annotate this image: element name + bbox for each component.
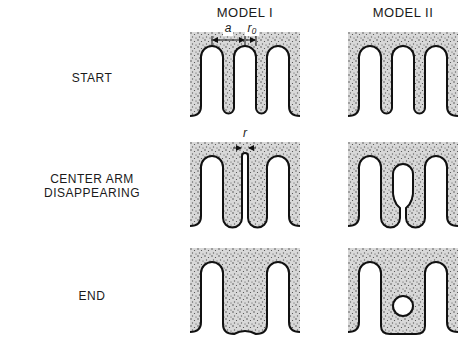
panel-model1-start [190,32,300,127]
row-label: END [37,290,147,304]
row-label: CENTER ARM DISAPPEARING [37,173,147,201]
dimension-label: r₀ [245,22,258,36]
row-label: START [37,72,147,86]
dimension-label: a [223,22,234,36]
dimension-label: r [241,127,249,141]
panel-model1-middle [190,142,300,237]
panel-model2-start [348,32,458,127]
column-heading: MODEL I [217,6,273,21]
panel-model1-end [190,248,300,343]
column-heading: MODEL II [373,6,434,21]
panel-model2-end [348,248,458,343]
panel-model2-middle [348,142,458,237]
